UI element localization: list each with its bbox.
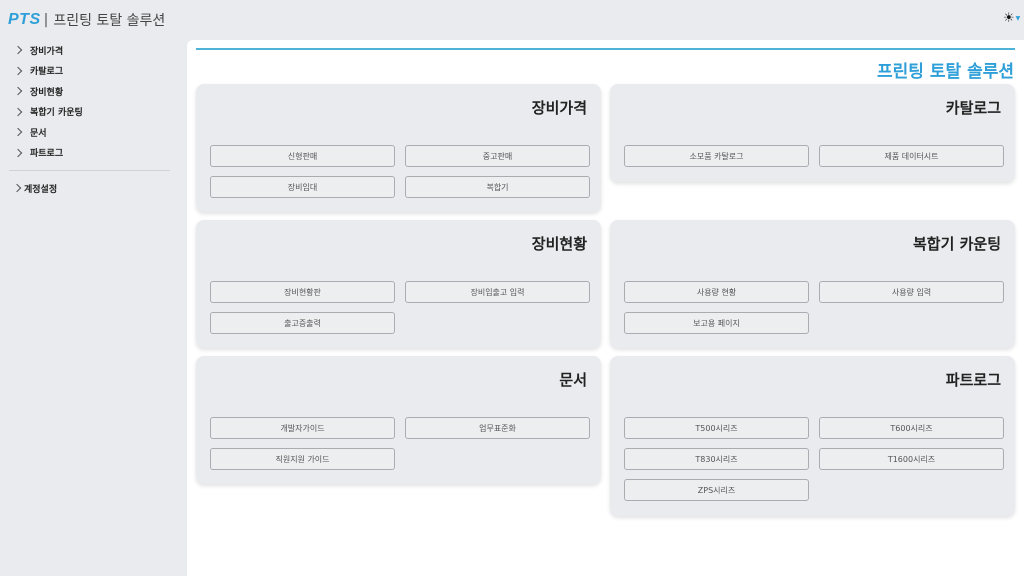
app-logo[interactable]: PTS | 프린팅 토탈 솔루션 [8, 10, 165, 30]
menu-button[interactable]: T600시리즈 [819, 417, 1004, 439]
card-title: 파트로그 [945, 371, 1001, 389]
sidebar: 장비가격 카탈로그 장비현황 복합기 카운팅 문서 파트로그 계정설정 [0, 40, 178, 199]
menu-button[interactable]: 출고증출력 [210, 312, 395, 334]
app-title: 프린팅 토탈 솔루션 [53, 13, 166, 29]
sidebar-item-equipment-status[interactable]: 장비현황 [0, 81, 178, 102]
sidebar-item-documents[interactable]: 문서 [0, 122, 178, 143]
menu-button[interactable]: ZPS시리즈 [624, 479, 809, 501]
chevron-right-icon [13, 107, 23, 116]
menu-button[interactable]: 신형판매 [210, 145, 395, 167]
chevron-right-icon [13, 87, 23, 96]
menu-button[interactable]: 보고용 페이지 [624, 312, 809, 334]
menu-button[interactable]: 개발자가이드 [210, 417, 395, 439]
chevron-right-icon [13, 128, 23, 137]
sidebar-item-catalog[interactable]: 카탈로그 [0, 61, 178, 82]
card-buttons: 소모품 카탈로그 제품 데이터시트 [624, 145, 1004, 167]
menu-button[interactable]: 직원지원 가이드 [210, 448, 395, 470]
sidebar-item-label: 파트로그 [30, 149, 64, 160]
menu-button[interactable]: 업무표준화 [405, 417, 590, 439]
card-title: 카탈로그 [945, 99, 1001, 117]
menu-button[interactable]: T500시리즈 [624, 417, 809, 439]
accent-line [196, 48, 1015, 50]
sidebar-item-label: 계정설정 [24, 184, 58, 195]
card-buttons: T500시리즈 T600시리즈 T830시리즈 T1600시리즈 ZPS시리즈 [624, 417, 1004, 501]
card-title: 복합기 카운팅 [912, 235, 1001, 253]
sidebar-item-label: 복합기 카운팅 [30, 108, 83, 119]
card-title: 문서 [559, 371, 587, 389]
menu-button[interactable]: 사용량 현황 [624, 281, 809, 303]
logo-mark: PTS [8, 11, 41, 28]
menu-button[interactable]: 복합기 [405, 176, 590, 198]
card-partlog: 파트로그 T500시리즈 T600시리즈 T830시리즈 T1600시리즈 ZPS시리즈 [610, 356, 1015, 516]
card-title: 장비가격 [531, 99, 587, 117]
menu-button[interactable]: 장비임대 [210, 176, 395, 198]
sidebar-item-label: 장비현황 [30, 87, 64, 98]
menu-button[interactable]: 소모품 카탈로그 [624, 145, 809, 167]
chevron-right-icon [13, 46, 23, 55]
menu-button[interactable]: 사용량 입력 [819, 281, 1004, 303]
sidebar-item-partlog[interactable]: 파트로그 [0, 143, 178, 164]
chevron-right-icon [13, 66, 23, 75]
sidebar-divider [9, 170, 170, 171]
sidebar-item-equipment-price[interactable]: 장비가격 [0, 40, 178, 61]
page-title: 프린팅 토탈 솔루션 [877, 62, 1014, 82]
menu-button[interactable]: T1600시리즈 [819, 448, 1004, 470]
sidebar-item-label: 장비가격 [30, 46, 64, 57]
sidebar-item-mfp-counting[interactable]: 복합기 카운팅 [0, 102, 178, 123]
menu-button[interactable]: T830시리즈 [624, 448, 809, 470]
chevron-right-icon [12, 184, 22, 193]
caret-down-icon: ▼ [1015, 15, 1021, 22]
menu-button[interactable]: 중고판매 [405, 145, 590, 167]
sun-icon: ☀ [1003, 11, 1015, 26]
card-title: 장비현황 [531, 235, 587, 253]
menu-button[interactable]: 장비입출고 입력 [405, 281, 590, 303]
chevron-right-icon [13, 148, 23, 157]
logo-separator: | [43, 12, 49, 28]
sidebar-item-account-settings[interactable]: 계정설정 [0, 178, 178, 199]
menu-button[interactable]: 장비현황판 [210, 281, 395, 303]
menu-button[interactable]: 제품 데이터시트 [819, 145, 1004, 167]
sidebar-item-label: 카탈로그 [30, 67, 64, 78]
theme-toggle[interactable]: ☀▼ [1003, 11, 1020, 26]
sidebar-item-label: 문서 [30, 128, 47, 139]
